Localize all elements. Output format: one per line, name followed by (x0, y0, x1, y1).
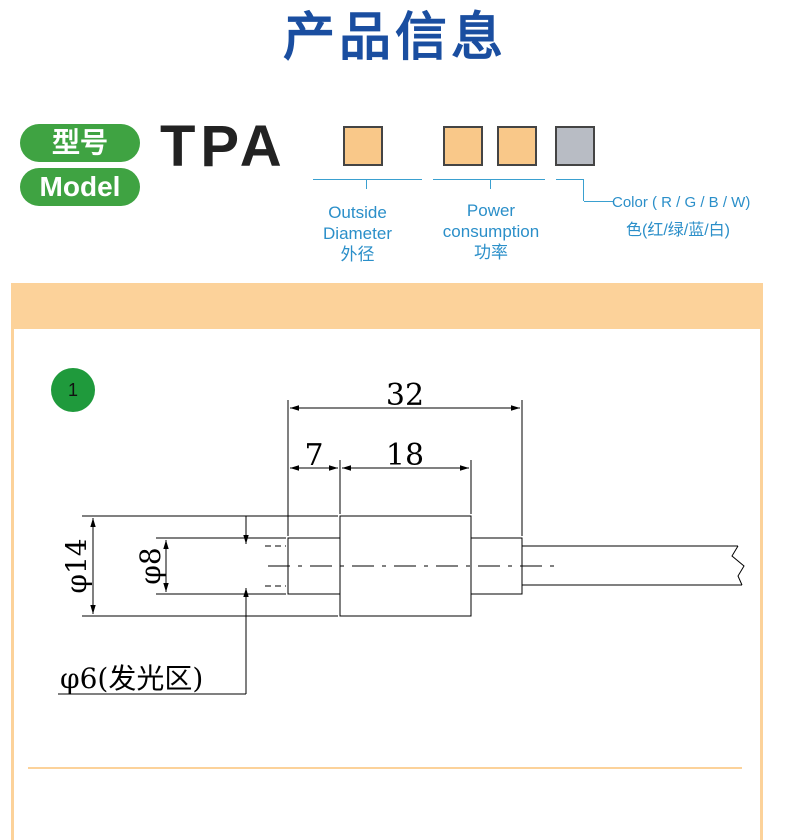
legend-power-en-2: consumption (442, 222, 540, 241)
legend-power-en-1: Power (466, 201, 516, 220)
bracket-tick-power (490, 180, 491, 189)
legend-diameter-en-2: Diameter (323, 224, 392, 243)
section-divider (28, 767, 742, 769)
bracket-tick-diameter (366, 180, 367, 189)
legend-color-en: Color ( R / G / B / W) (612, 194, 751, 211)
code-box-color (555, 126, 595, 166)
dim-text-18: 18 (386, 438, 424, 473)
bracket-color (556, 179, 584, 180)
dim-text-dia14: φ14 (60, 538, 93, 593)
legend-diameter-cn: 外径 (340, 245, 375, 264)
legend-color-cn: 色(红/绿/蓝/白) (626, 222, 730, 239)
model-label-cn: 型号 (20, 124, 140, 162)
legend-diameter-en-1: Outside (328, 203, 387, 222)
page-title: 产品信息 (282, 8, 507, 68)
frame-left (11, 329, 14, 840)
code-box-diameter (343, 126, 383, 166)
cable-break (731, 545, 745, 586)
legend-power-cn: 功率 (474, 243, 508, 262)
bracket-color-leader (584, 201, 614, 202)
frame-right (760, 329, 763, 840)
legend-diameter: Outside Diameter 外径 (305, 202, 410, 265)
code-box-power-2 (497, 126, 537, 166)
bracket-tick-color (583, 180, 584, 201)
legend-power: Power consumption 功率 (418, 200, 564, 263)
dim-text-32: 32 (386, 378, 424, 413)
model-label-en: Model (20, 168, 140, 206)
bracket-diameter (313, 179, 422, 180)
dim-text-7: 7 (304, 438, 323, 473)
section-header-band (11, 283, 763, 329)
dim-text-dia6: φ6(发光区) (60, 662, 203, 695)
dim-text-dia8: φ8 (134, 547, 167, 584)
code-box-power-1 (443, 126, 483, 166)
model-code: TPA (160, 114, 287, 179)
drawing-index-circle: 1 (51, 368, 95, 412)
bracket-power (433, 179, 545, 180)
